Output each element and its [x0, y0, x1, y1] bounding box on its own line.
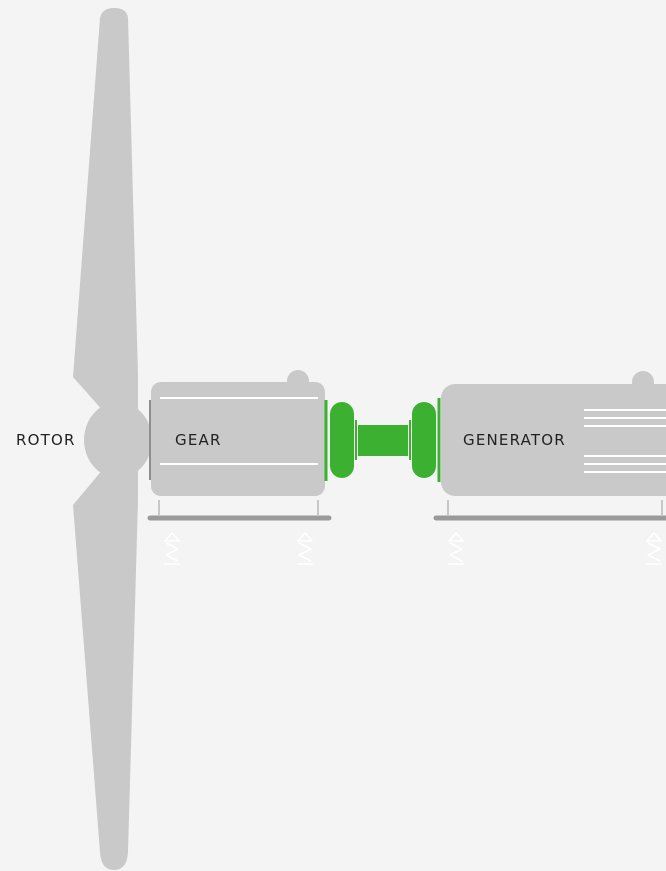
generator-box: [437, 371, 666, 496]
spring-mount-icon: [646, 532, 662, 565]
generator-body: [441, 384, 666, 496]
coupling-right-disc: [412, 402, 436, 478]
spring-mount-icon: [164, 532, 180, 565]
coupling-shaft: [358, 425, 408, 456]
generator-label: GENERATOR: [463, 431, 566, 449]
rotor-hub: [84, 402, 152, 478]
gear-box: [149, 370, 328, 496]
spring-mount-icon: [448, 532, 464, 565]
gear-base: [147, 500, 332, 521]
generator-base: [433, 500, 666, 521]
coupling-left-disc: [330, 402, 354, 478]
spring-mount-icon: [297, 532, 313, 565]
coupling: [330, 402, 436, 478]
generator-cooling-fins: [584, 409, 666, 473]
rotor-label: ROTOR: [16, 431, 76, 449]
gear-body: [151, 382, 325, 496]
gear-label: GEAR: [175, 431, 222, 449]
